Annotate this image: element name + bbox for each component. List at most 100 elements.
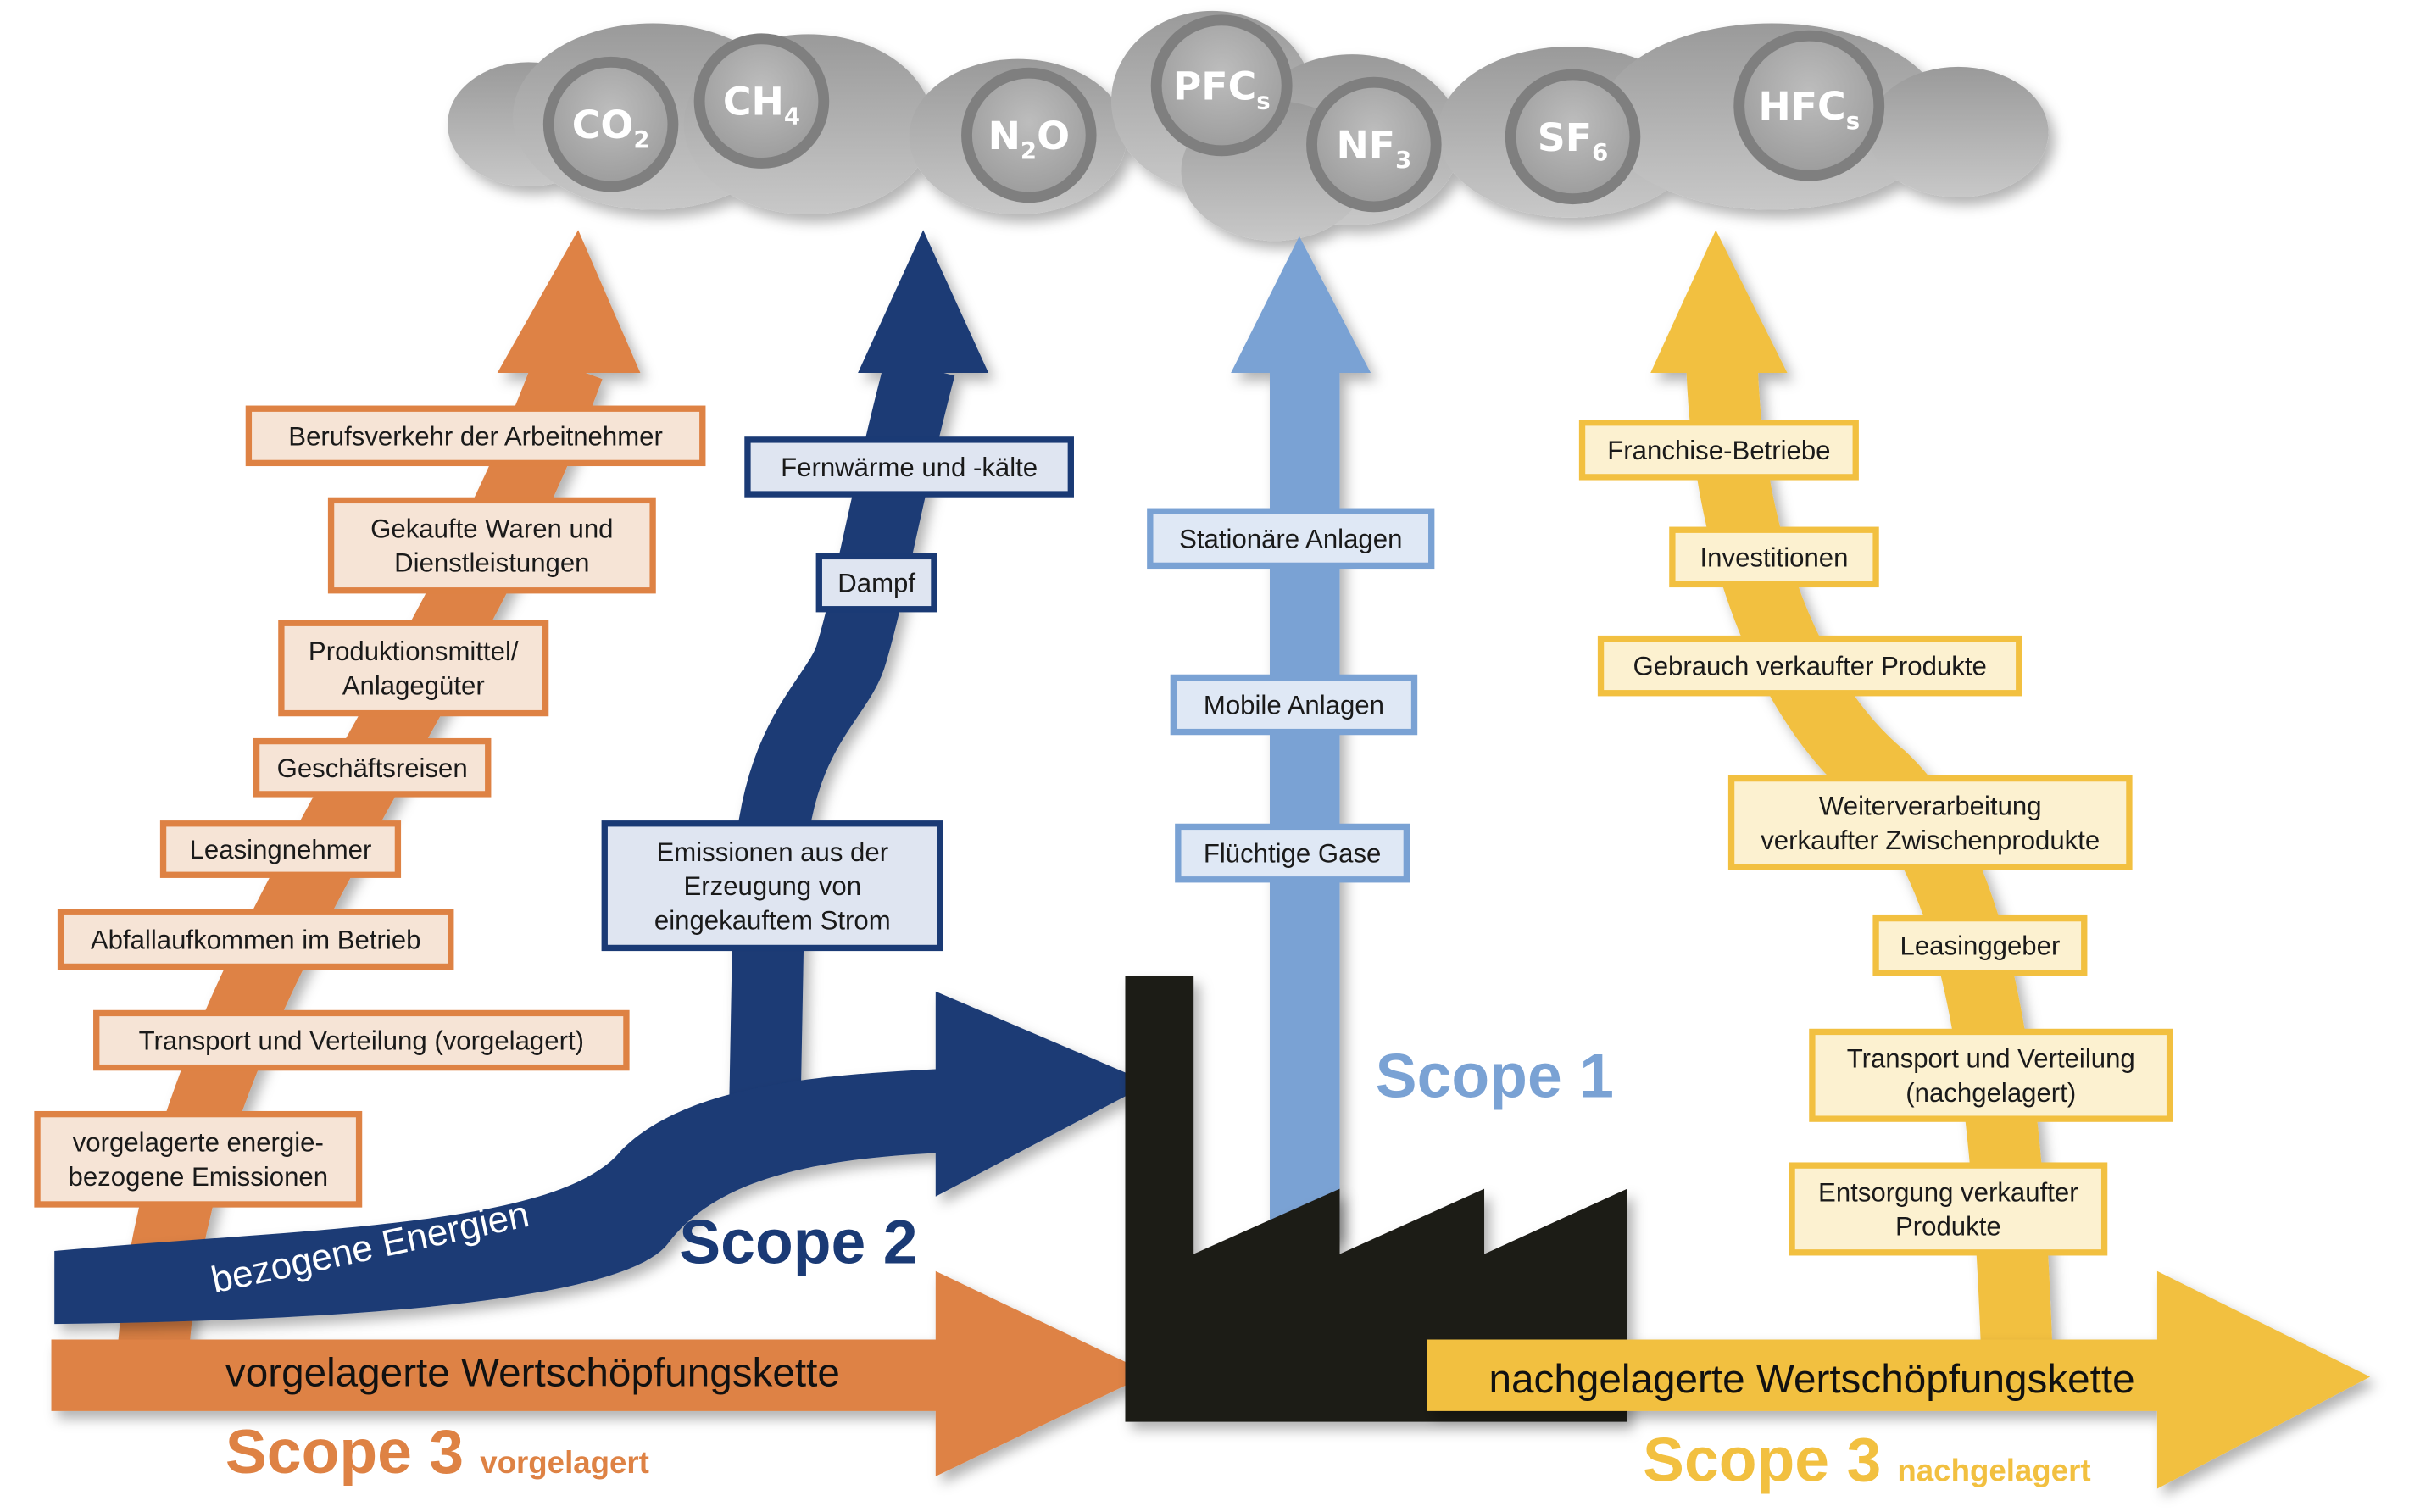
gas-bubble: HFCs xyxy=(1733,30,1885,181)
scope3-upstream-item: Leasingnehmer xyxy=(159,820,402,878)
gas-formula-subscript: s xyxy=(1256,87,1270,114)
label-text: bezogene Emissionen xyxy=(69,1162,329,1192)
label-box xyxy=(1578,420,1859,481)
upstream-value-chain-arrow xyxy=(51,1270,1150,1476)
gas-formula-subscript: 6 xyxy=(1592,139,1608,166)
label-text: Stationäre Anlagen xyxy=(1179,524,1402,553)
scope1-item: Mobile Anlagen xyxy=(1170,674,1418,736)
gas-formula-main: CH xyxy=(723,79,784,125)
scope3-downstream-item: Franchise-Betriebe xyxy=(1578,420,1859,481)
label-box xyxy=(327,497,656,594)
label-box xyxy=(57,909,454,970)
downstream-value-chain-arrow xyxy=(1427,1270,2371,1489)
label-box xyxy=(34,1110,363,1208)
scope3-upstream-item: Transport und Verteilung (vorgelagert) xyxy=(93,1009,630,1071)
scope3-upstream-item: Berufsverkehr der Arbeitnehmer xyxy=(245,405,706,467)
label-text: Fernwärme und -kälte xyxy=(781,453,1038,482)
gas-circle-icon xyxy=(1306,76,1442,213)
label-text: Entsorgung verkaufter xyxy=(1818,1177,2078,1207)
gas-circle-icon xyxy=(1505,69,1641,205)
scope3-upstream-title: Scope 3 xyxy=(225,1417,464,1487)
label-box xyxy=(93,1009,630,1071)
gas-formula: CO2 xyxy=(572,102,650,153)
label-text: Dampf xyxy=(837,569,915,598)
scope3-downstream-item: Investitionen xyxy=(1669,526,1879,588)
label-box xyxy=(1789,1162,2108,1256)
label-text: Berufsverkehr der Arbeitnehmer xyxy=(288,421,663,451)
label-text: eingekauftem Strom xyxy=(654,905,891,935)
gas-formula: HFCs xyxy=(1758,83,1860,135)
scope1-item: Flüchtige Gase xyxy=(1175,823,1410,883)
scope3-upstream-item: Produktionsmittel/Anlagegüter xyxy=(278,620,549,717)
scope1-label: Scope 1 xyxy=(1376,1041,1614,1110)
label-text: Produkte xyxy=(1895,1212,2001,1242)
gas-bubble: NF3 xyxy=(1306,76,1442,213)
label-box xyxy=(1147,508,1435,570)
label-text: Transport und Verteilung (vorgelagert) xyxy=(139,1026,584,1056)
gas-formula-main: N xyxy=(988,113,1021,158)
scope2-label: Scope 2 xyxy=(679,1208,917,1277)
gas-formula-subscript: 2 xyxy=(633,126,649,153)
label-text: Weiterverarbeitung xyxy=(1819,792,2042,821)
gas-bubble: CO2 xyxy=(542,56,679,192)
gas-formula: NF3 xyxy=(1336,122,1411,174)
label-text: Franchise-Betriebe xyxy=(1607,436,1830,465)
gas-formula: PFCs xyxy=(1173,63,1271,114)
gas-formula: N2O xyxy=(988,113,1070,164)
scope2-up-arrow xyxy=(728,230,989,1120)
gas-formula-main: PFC xyxy=(1173,63,1257,108)
scope3-downstream-item: Leasinggeber xyxy=(1872,914,2088,976)
gas-circle-icon xyxy=(693,33,830,169)
label-box xyxy=(278,620,549,717)
scope3-downstream-item: Transport und Verteilung (nachgelagert) xyxy=(1809,1028,2173,1122)
label-text: Produktionsmittel/ xyxy=(309,636,519,666)
scope3-upstream-label: Scope 3 vorgelagert xyxy=(225,1417,649,1487)
scope3-downstream-label: Scope 3 nachgelagert xyxy=(1643,1425,2091,1494)
gas-circle-icon xyxy=(1733,30,1885,181)
label-text: Leasingnehmer xyxy=(190,835,372,864)
gas-circle-icon xyxy=(542,56,679,192)
label-text: Mobile Anlagen xyxy=(1204,690,1384,720)
downstream-value-chain-label: nachgelagerte Wertschöpfungskette xyxy=(1489,1357,2135,1402)
gas-formula-main: SF xyxy=(1538,114,1592,160)
gas-formula-subscript: 3 xyxy=(1395,147,1411,174)
gas-bubble: SF6 xyxy=(1505,69,1641,205)
gas-formula-main: CO xyxy=(572,102,634,147)
label-box xyxy=(1669,526,1879,588)
label-box xyxy=(815,553,937,613)
label-box xyxy=(245,405,706,467)
label-text: Transport und Verteilung xyxy=(1847,1044,2135,1074)
label-box xyxy=(159,820,402,878)
label-text: Dienstleistungen xyxy=(394,548,589,578)
gas-circle-icon xyxy=(961,67,1097,203)
scope1-item: Stationäre Anlagen xyxy=(1147,508,1435,570)
label-box xyxy=(253,737,492,798)
scope3-upstream-subtitle: vorgelagert xyxy=(480,1445,649,1480)
label-text: Anlagegüter xyxy=(342,671,485,701)
label-text: (nachgelagert) xyxy=(1906,1078,2076,1108)
scope3-downstream-title: Scope 3 xyxy=(1643,1425,1881,1494)
label-box xyxy=(1597,635,2022,697)
label-box xyxy=(744,436,1074,498)
gas-bubble: PFCs xyxy=(1150,14,1293,157)
scope3-downstream-subtitle: nachgelagert xyxy=(1897,1453,2090,1487)
label-text: Gekaufte Waren und xyxy=(370,514,613,543)
gas-formula-subscript: 4 xyxy=(784,103,800,131)
label-text: Erzeugung von xyxy=(683,871,861,901)
scope3-downstream-item: Gebrauch verkaufter Produkte xyxy=(1597,635,2022,697)
gas-formula-subscript: s xyxy=(1846,108,1860,135)
factory-icon xyxy=(1125,976,1627,1422)
label-box xyxy=(1170,674,1418,736)
gas-circle-icon xyxy=(1150,14,1293,157)
label-box xyxy=(601,820,943,952)
scope2-item: Fernwärme und -kälte xyxy=(744,436,1074,498)
gas-formula: SF6 xyxy=(1538,114,1608,166)
label-text: Gebrauch verkaufter Produkte xyxy=(1633,652,1986,681)
gas-formula-main: NF xyxy=(1336,122,1395,168)
label-box xyxy=(1175,823,1410,883)
